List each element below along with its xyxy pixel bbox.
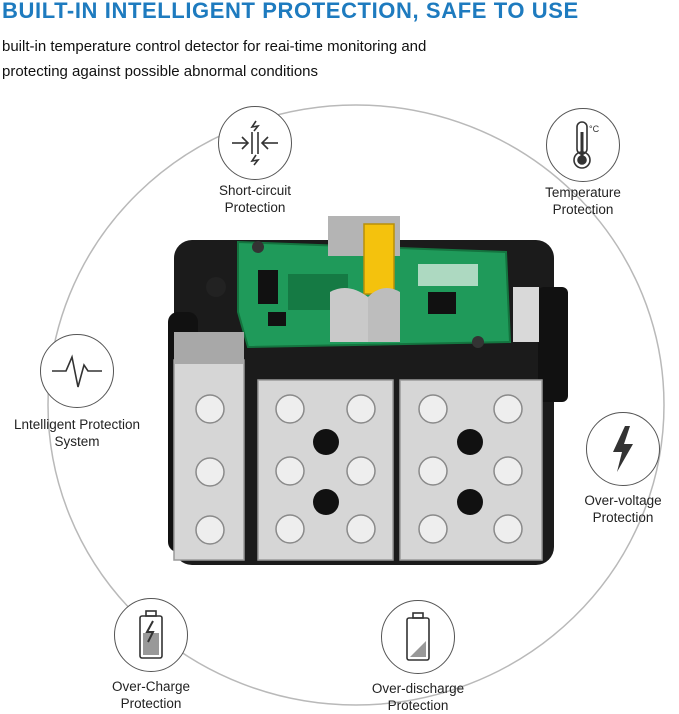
lightning-icon <box>586 412 660 486</box>
feature-label-over-voltage: Over-voltage Protection <box>584 493 662 525</box>
feature-label-over-charge: Over-Charge Protection <box>111 679 191 711</box>
feature-label-temperature: Temperature Protection <box>545 185 621 217</box>
feature-label-over-discharge: Over-discharge Protection <box>371 681 465 713</box>
subtitle-line-1: built-in temperature control detector fo… <box>2 38 427 55</box>
feature-label-intelligent: Lntelligent Protection System <box>13 417 141 449</box>
feature-label-short-circuit: Short-circuit Protection <box>218 183 291 215</box>
battery-charging-icon <box>114 598 188 672</box>
thermometer-unit: °C <box>589 124 600 134</box>
feature-intelligent: Lntelligent Protection System <box>2 334 152 450</box>
short-circuit-icon <box>218 106 292 180</box>
page-title: BUILT-IN INTELLIGENT PROTECTION, SAFE TO… <box>2 0 579 23</box>
pulse-icon <box>40 334 114 408</box>
page-subtitle: built-in temperature control detector fo… <box>2 34 562 84</box>
battery-low-icon <box>381 600 455 674</box>
feature-over-charge: Over-Charge Protection <box>86 598 216 712</box>
battery-pack-illustration <box>168 216 568 565</box>
feature-over-discharge: Over-discharge Protection <box>352 600 484 714</box>
feature-over-voltage: Over-voltage Protection <box>567 412 679 526</box>
subtitle-line-2: protecting against possible abnormal con… <box>2 63 319 80</box>
thermometer-icon: °C <box>546 108 620 182</box>
feature-temperature: °C Temperature Protection <box>518 108 648 218</box>
feature-short-circuit: Short-circuit Protection <box>190 106 320 216</box>
